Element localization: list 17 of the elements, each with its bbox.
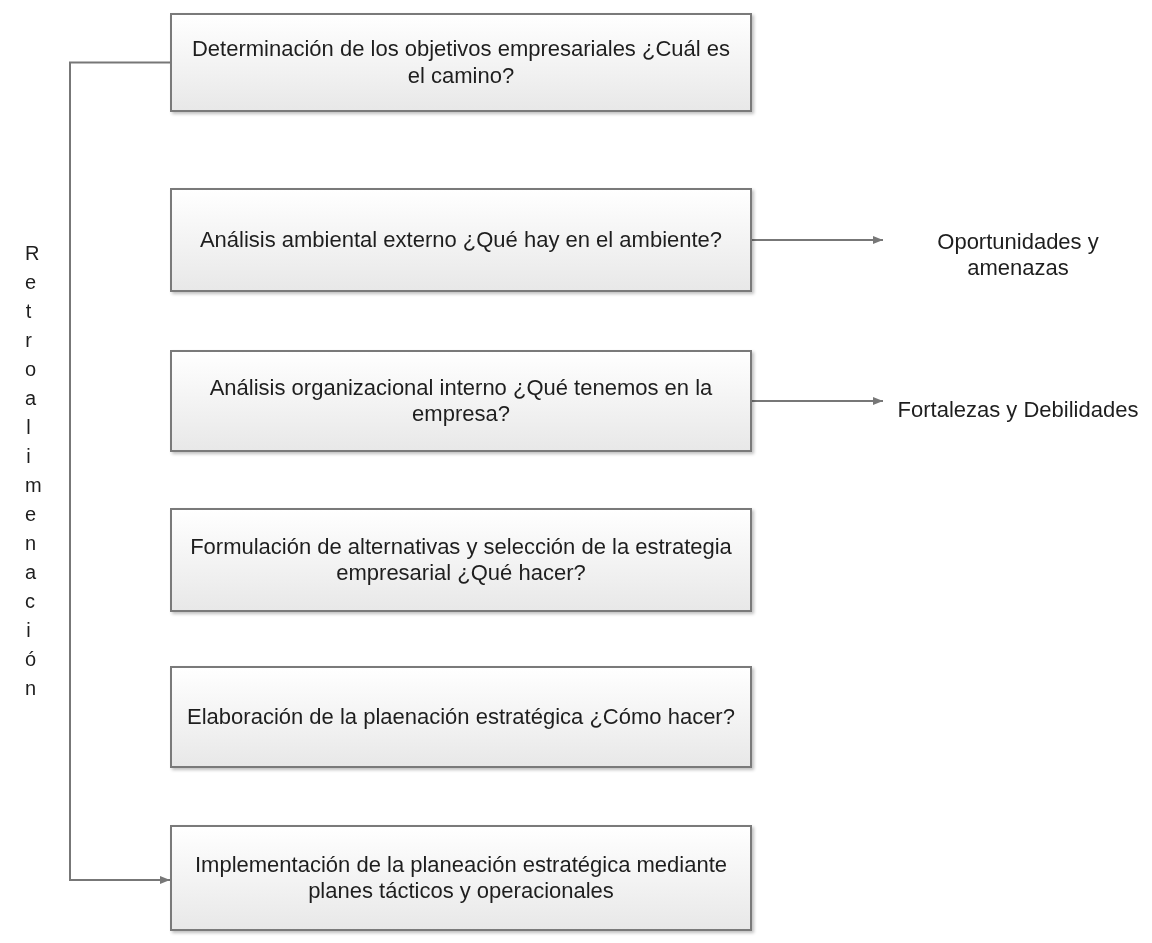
process-box — [170, 350, 752, 452]
step-text: Elaboración de la plaenación estratégica ¿Cómo hacer? — [187, 703, 735, 731]
step-text: Implementación de la planeación estratégica mediante planes tácticos y operacionales — [194, 851, 728, 905]
step-text: Formulación de alternativas y selección de la estrategia empresarial ¿Qué hacer? — [189, 533, 733, 587]
outcome-text: Fortalezas y Debilidades — [897, 396, 1139, 424]
process-box — [170, 508, 752, 612]
arrow — [751, 397, 884, 405]
step-text: Determinación de los objetivos empresariales ¿Cuál es el camino? — [191, 36, 731, 89]
step-text: Análisis organizacional interno ¿Qué tenemos en la empresa? — [208, 374, 714, 428]
outcome-text: Oportunidades y amenazas — [936, 228, 1100, 282]
step-text: Análisis ambiental externo ¿Qué hay en el ambiente? — [199, 226, 723, 254]
process-box — [170, 825, 752, 931]
arrow — [751, 236, 884, 244]
process-box — [170, 13, 752, 112]
process-box — [170, 666, 752, 768]
process-box — [170, 188, 752, 292]
arrow — [69, 61, 171, 885]
